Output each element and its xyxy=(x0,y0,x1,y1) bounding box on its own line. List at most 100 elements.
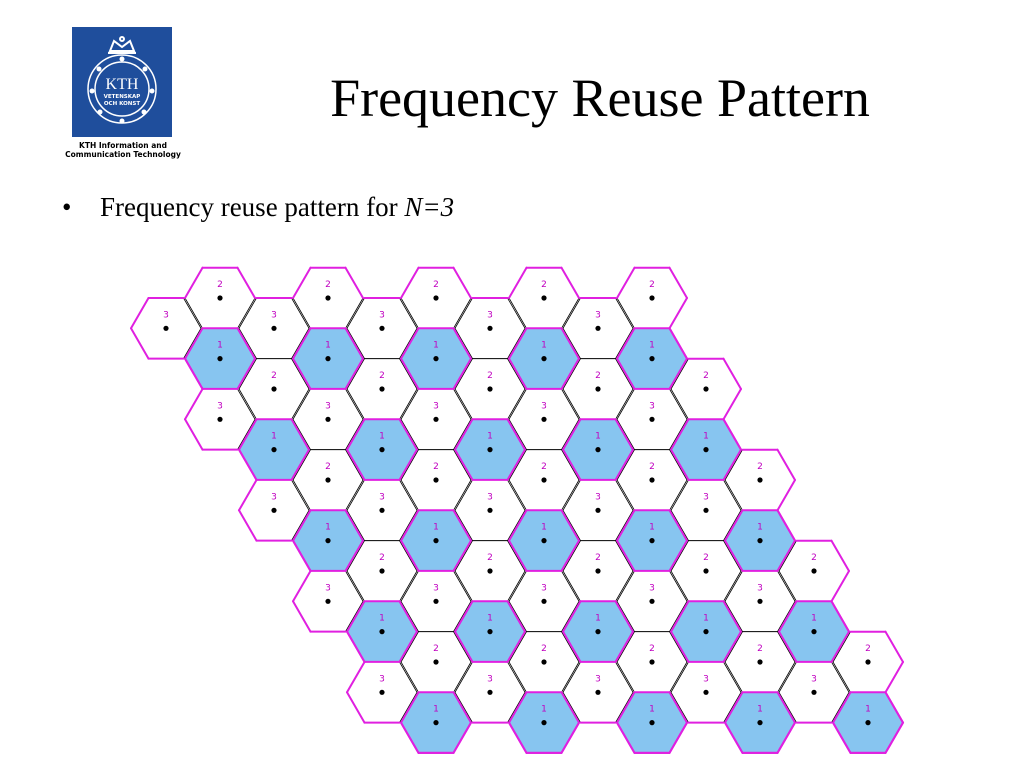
hex-cell-center-dot xyxy=(541,598,547,604)
hex-outer-boundary xyxy=(452,721,472,754)
hex-cell-label: 3 xyxy=(325,583,331,593)
hex-cell-center-dot xyxy=(541,416,547,422)
hex-cell-center-dot xyxy=(433,477,439,483)
hex-cluster-outline xyxy=(507,327,581,390)
hex-cell-center-dot xyxy=(379,689,385,695)
hex-outer-boundary xyxy=(130,297,150,330)
hex-cell-label: 2 xyxy=(487,553,493,563)
hex-cell-label: 3 xyxy=(541,583,547,593)
hex-cell-label: 2 xyxy=(865,644,871,654)
hex-cell-label: 3 xyxy=(649,401,655,411)
hex-cell-label: 1 xyxy=(541,523,547,533)
hex-outer-boundary xyxy=(668,266,688,299)
hex-outer-boundary xyxy=(722,418,742,451)
hex-cell-center-dot xyxy=(811,568,817,574)
hex-cell-label: 2 xyxy=(649,644,655,654)
hex-cell-label: 1 xyxy=(649,341,655,351)
hex-cell-center-dot xyxy=(811,629,817,635)
hex-outer-boundary xyxy=(776,721,796,754)
hex-cell-center-dot xyxy=(703,447,709,453)
bullet-text: Frequency reuse pattern for xyxy=(100,192,405,222)
hex-cell-label: 2 xyxy=(487,371,493,381)
hex-cell-label: 1 xyxy=(865,705,871,715)
hex-outer-boundary xyxy=(722,357,742,390)
hex-cell-center-dot xyxy=(433,295,439,301)
hex-cell-center-dot xyxy=(487,325,493,331)
hex-cell-center-dot xyxy=(865,659,871,665)
hex-cell-label: 1 xyxy=(433,341,439,351)
hex-outer-boundary xyxy=(400,721,420,754)
hex-cell-label: 3 xyxy=(433,583,439,593)
hex-cell-center-dot xyxy=(271,447,277,453)
hex-outer-boundary xyxy=(292,539,312,572)
hex-cell-center-dot xyxy=(865,720,871,726)
hex-cell-label: 1 xyxy=(379,432,385,442)
hex-outer-boundary xyxy=(292,570,312,603)
hex-cell-label: 2 xyxy=(379,371,385,381)
hex-cell-label: 1 xyxy=(757,523,763,533)
hex-cell-label: 1 xyxy=(433,705,439,715)
hex-cell-center-dot xyxy=(163,325,169,331)
hex-cell-center-dot xyxy=(649,416,655,422)
hex-outer-boundary xyxy=(184,266,204,299)
kth-logo-subline2: OCH KONST xyxy=(104,101,140,107)
hex-cell-label: 2 xyxy=(433,462,439,472)
hex-outer-boundary xyxy=(184,418,204,451)
hex-outer-boundary xyxy=(400,266,420,299)
hex-cell-label: 1 xyxy=(433,523,439,533)
bullet-item: •Frequency reuse pattern for N=3 xyxy=(62,190,454,224)
hex-cell-center-dot xyxy=(595,689,601,695)
hex-cell-label: 3 xyxy=(325,401,331,411)
hex-cell-center-dot xyxy=(379,629,385,635)
hex-outer-boundary xyxy=(722,388,742,421)
hex-cluster-outline xyxy=(561,600,635,663)
hex-cell-center-dot xyxy=(541,538,547,544)
hex-cluster-outline xyxy=(399,509,473,572)
hex-cell-label: 2 xyxy=(325,462,331,472)
hex-cell-label: 3 xyxy=(757,583,763,593)
hex-outer-boundary xyxy=(884,661,904,694)
hex-cell-center-dot xyxy=(757,598,763,604)
hex-cell-label: 1 xyxy=(325,523,331,533)
hex-cluster-outline xyxy=(453,600,527,663)
hex-outer-boundary xyxy=(830,600,850,633)
hex-outer-boundary xyxy=(184,357,204,390)
hex-cell-label: 3 xyxy=(271,492,277,502)
hex-cell-label: 3 xyxy=(379,674,385,684)
hex-cell-center-dot xyxy=(595,447,601,453)
hex-cell-center-dot xyxy=(757,659,763,665)
hex-cell-label: 1 xyxy=(487,432,493,442)
hex-cell-center-dot xyxy=(703,386,709,392)
hex-cluster-outline xyxy=(669,600,743,663)
hex-cell-center-dot xyxy=(595,507,601,513)
hex-cell-center-dot xyxy=(217,416,223,422)
hex-cell-center-dot xyxy=(271,386,277,392)
page-title: Frequency Reuse Pattern xyxy=(330,68,870,128)
hex-outer-boundary xyxy=(508,721,528,754)
hex-outer-boundary xyxy=(668,721,688,754)
hex-cell-center-dot xyxy=(541,295,547,301)
hex-cell-label: 2 xyxy=(541,280,547,290)
hex-outer-boundary xyxy=(346,661,366,694)
hex-cell-label: 2 xyxy=(541,462,547,472)
hex-cell-label: 2 xyxy=(433,280,439,290)
hex-cell-center-dot xyxy=(757,477,763,483)
hex-cell-center-dot xyxy=(703,507,709,513)
hex-cell-center-dot xyxy=(433,356,439,362)
hex-outer-boundary xyxy=(668,297,688,330)
hex-outer-boundary xyxy=(830,570,850,603)
hex-cell-label: 1 xyxy=(811,614,817,624)
hex-cell-center-dot xyxy=(649,720,655,726)
hex-cell-center-dot xyxy=(595,325,601,331)
kth-logo-subline1: VETENSKAP xyxy=(104,94,141,100)
hex-cell-center-dot xyxy=(487,689,493,695)
hex-cell-label: 1 xyxy=(379,614,385,624)
hex-cell-label: 1 xyxy=(487,614,493,624)
hex-cluster-outline xyxy=(399,327,473,390)
hex-outer-boundary xyxy=(560,266,580,299)
hex-cell-center-dot xyxy=(433,416,439,422)
hex-outer-boundary xyxy=(346,691,366,724)
hex-cell-center-dot xyxy=(595,629,601,635)
hex-outer-boundary xyxy=(238,509,258,542)
